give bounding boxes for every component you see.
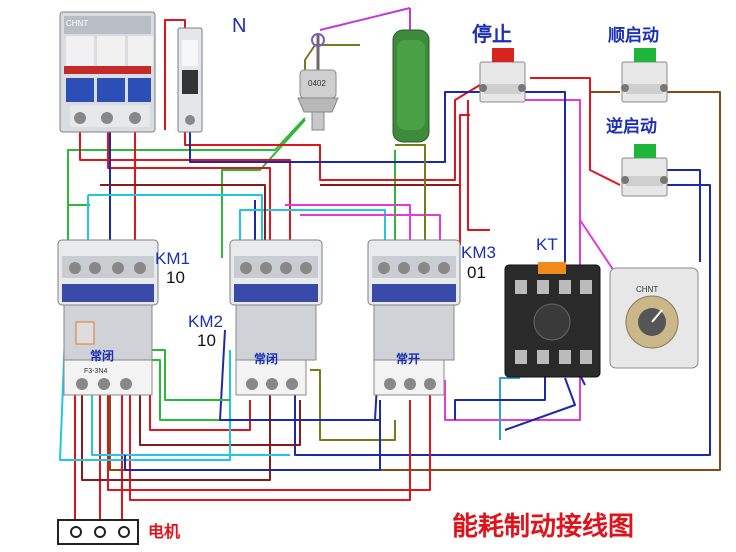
km1-code: 10 — [166, 268, 185, 287]
contactor-km2-icon — [229, 239, 323, 396]
wires — [59, 19, 721, 520]
timer-label: KT — [536, 235, 558, 254]
km1-name: KM1 — [155, 249, 190, 268]
breaker-brand: CHNT — [66, 19, 89, 28]
reverse-start-label: 逆启动 — [606, 117, 657, 137]
time-relay-icon — [609, 267, 699, 369]
km3-name: KM3 — [461, 243, 496, 262]
single-pole-breaker-icon — [177, 27, 203, 133]
stop-button-icon — [479, 48, 526, 103]
forward-start-label: 顺启动 — [608, 26, 659, 46]
relay-socket-icon — [504, 262, 601, 378]
neutral-label: N — [232, 15, 247, 37]
reverse-start-button-icon — [621, 144, 668, 197]
km1-aux-label: 常闭 — [90, 349, 115, 363]
resistor-icon — [319, 7, 430, 143]
timer-brand: CHNT — [636, 285, 659, 294]
stop-button-label: 停止 — [472, 22, 512, 46]
km2-aux-label: 常闭 — [254, 352, 279, 366]
contactor-km3-icon — [367, 239, 461, 396]
relay-model-km1: F3-3N4 — [84, 368, 108, 375]
km2-code: 10 — [197, 331, 216, 350]
motor-label: 电机 — [148, 522, 181, 541]
motor-terminal-icon — [57, 519, 139, 545]
km3-aux-label: 常开 — [396, 352, 421, 366]
diode-code: 0402 — [308, 79, 326, 88]
forward-start-button-icon — [621, 48, 668, 103]
km2-name: KM2 — [188, 312, 223, 331]
stud-diode-icon — [297, 33, 339, 131]
contactor-km1-icon — [57, 239, 159, 396]
diagram-title: 能耗制动接线图 — [452, 512, 635, 542]
circuit-breaker-icon — [59, 11, 156, 133]
km3-code: 01 — [467, 263, 486, 282]
